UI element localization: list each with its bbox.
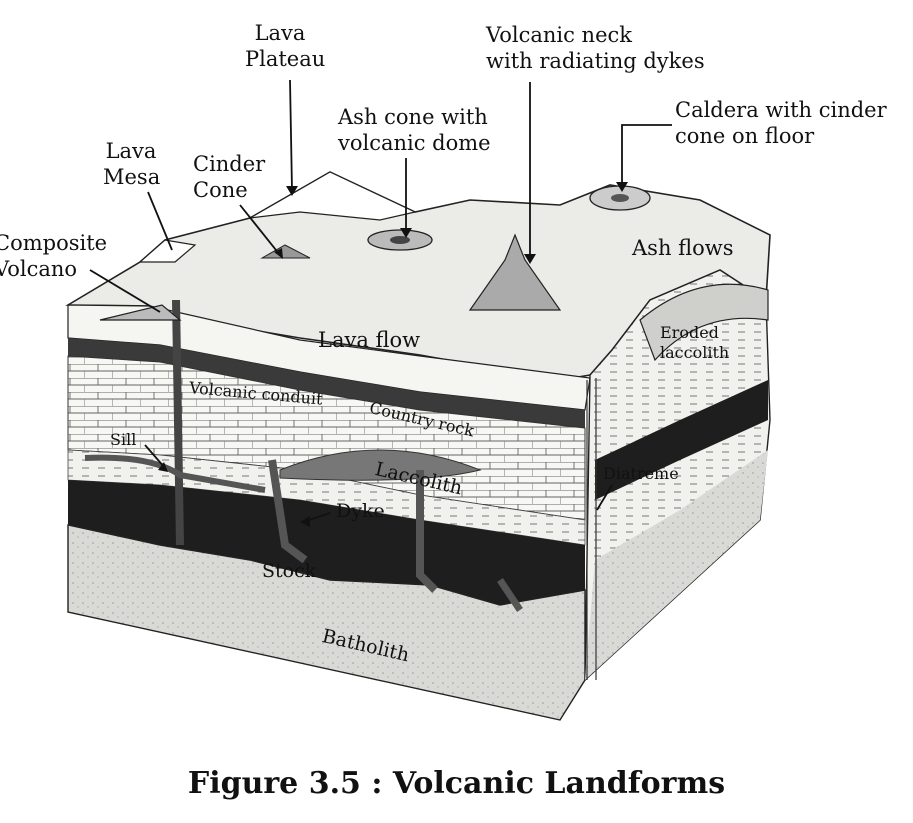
label-sill: Sill — [110, 430, 137, 449]
stock-dyke — [268, 459, 308, 564]
label-composite-volcano: Composite Volcano — [0, 230, 107, 282]
ash-cone-dome — [390, 236, 410, 244]
label-ash-cone-line1: Ash cone with — [338, 105, 488, 129]
label-caldera: Caldera with cinder cone on floor — [675, 97, 887, 149]
label-caldera-line2: cone on floor — [675, 124, 815, 148]
leader-lava-plateau — [289, 79, 293, 191]
batholith-mass — [67, 524, 586, 721]
label-volcanic-neck-line2: with radiating dykes — [486, 49, 705, 73]
arrowhead-cinder-cone — [274, 248, 283, 259]
leader-cinder-cone — [239, 204, 281, 256]
dyke-3 — [497, 578, 523, 612]
label-eroded-laccolith: Eroded laccolith — [660, 323, 729, 363]
volcanic-conduit — [172, 300, 184, 545]
label-stock: Stock — [262, 560, 317, 582]
right-dark-band — [595, 380, 768, 500]
label-ash-flows: Ash flows — [632, 236, 734, 260]
arrowhead-ash-cone — [400, 228, 412, 238]
leader-arrowheads — [158, 182, 628, 527]
label-dyke: Dyke — [336, 500, 385, 522]
label-eroded-laccolith-line2: laccolith — [660, 343, 730, 362]
label-volcanic-neck-line1: Volcanic neck — [486, 23, 632, 47]
leader-diatreme — [596, 484, 613, 511]
label-caldera-line1: Caldera with cinder — [675, 98, 887, 122]
label-lava-plateau-line1: Lava — [254, 21, 306, 45]
volcanic-landforms-diagram — [65, 79, 771, 721]
sill-shape — [84, 454, 266, 493]
label-diatreme: Diatreme — [603, 464, 679, 483]
volcanic-neck-shape — [468, 233, 562, 311]
laccolith-shape — [279, 449, 482, 481]
arrowhead-volcanic-neck — [524, 254, 536, 264]
label-lava-plateau-line2: Plateau — [245, 47, 326, 71]
cinder-cone-shape — [260, 244, 311, 259]
dyke-2 — [416, 470, 438, 593]
leader-lines — [89, 79, 672, 523]
figure-caption: Figure 3.5 : Volcanic Landforms — [187, 766, 726, 801]
label-composite-volcano-line1: Composite — [0, 231, 108, 255]
arrowhead-caldera — [616, 182, 628, 192]
composite-volcano-shape — [99, 304, 182, 321]
label-lava-mesa-line1: Lava — [105, 139, 157, 163]
arrowhead-sill — [158, 462, 168, 472]
leader-caldera — [621, 124, 672, 185]
label-cinder-cone: Cinder Cone — [193, 151, 265, 203]
arrowhead-lava-plateau — [286, 186, 298, 196]
label-lava-flow: Lava flow — [318, 328, 421, 352]
lava-mesa-shape — [138, 239, 197, 263]
label-cinder-cone-line1: Cinder — [193, 152, 266, 176]
label-lava-plateau: Lava Plateau — [245, 20, 326, 72]
label-eroded-laccolith-line1: Eroded — [660, 323, 719, 342]
dark-band-upper — [68, 338, 585, 428]
leader-lava-mesa — [147, 191, 173, 251]
label-cinder-cone-line2: Cone — [193, 178, 248, 202]
arrowhead-dyke — [300, 516, 310, 527]
leader-sill — [144, 444, 166, 469]
label-ash-cone-line2: volcanic dome — [338, 131, 491, 155]
label-volcanic-neck: Volcanic neck with radiating dykes — [486, 22, 705, 74]
leader-composite-volcano — [89, 269, 161, 313]
label-lava-mesa-line2: Mesa — [103, 165, 161, 189]
diatreme-pipe — [586, 378, 597, 680]
caldera-cinder-cone — [611, 194, 629, 202]
label-ash-cone: Ash cone with volcanic dome — [338, 104, 491, 156]
label-lava-mesa: Lava Mesa — [103, 138, 161, 190]
right-batholith — [585, 450, 768, 680]
label-composite-volcano-line2: Volcano — [0, 257, 78, 281]
dark-band-lower — [68, 480, 585, 605]
eroded-laccolith-shape — [639, 283, 769, 362]
lava-plateau-shape — [249, 171, 417, 221]
